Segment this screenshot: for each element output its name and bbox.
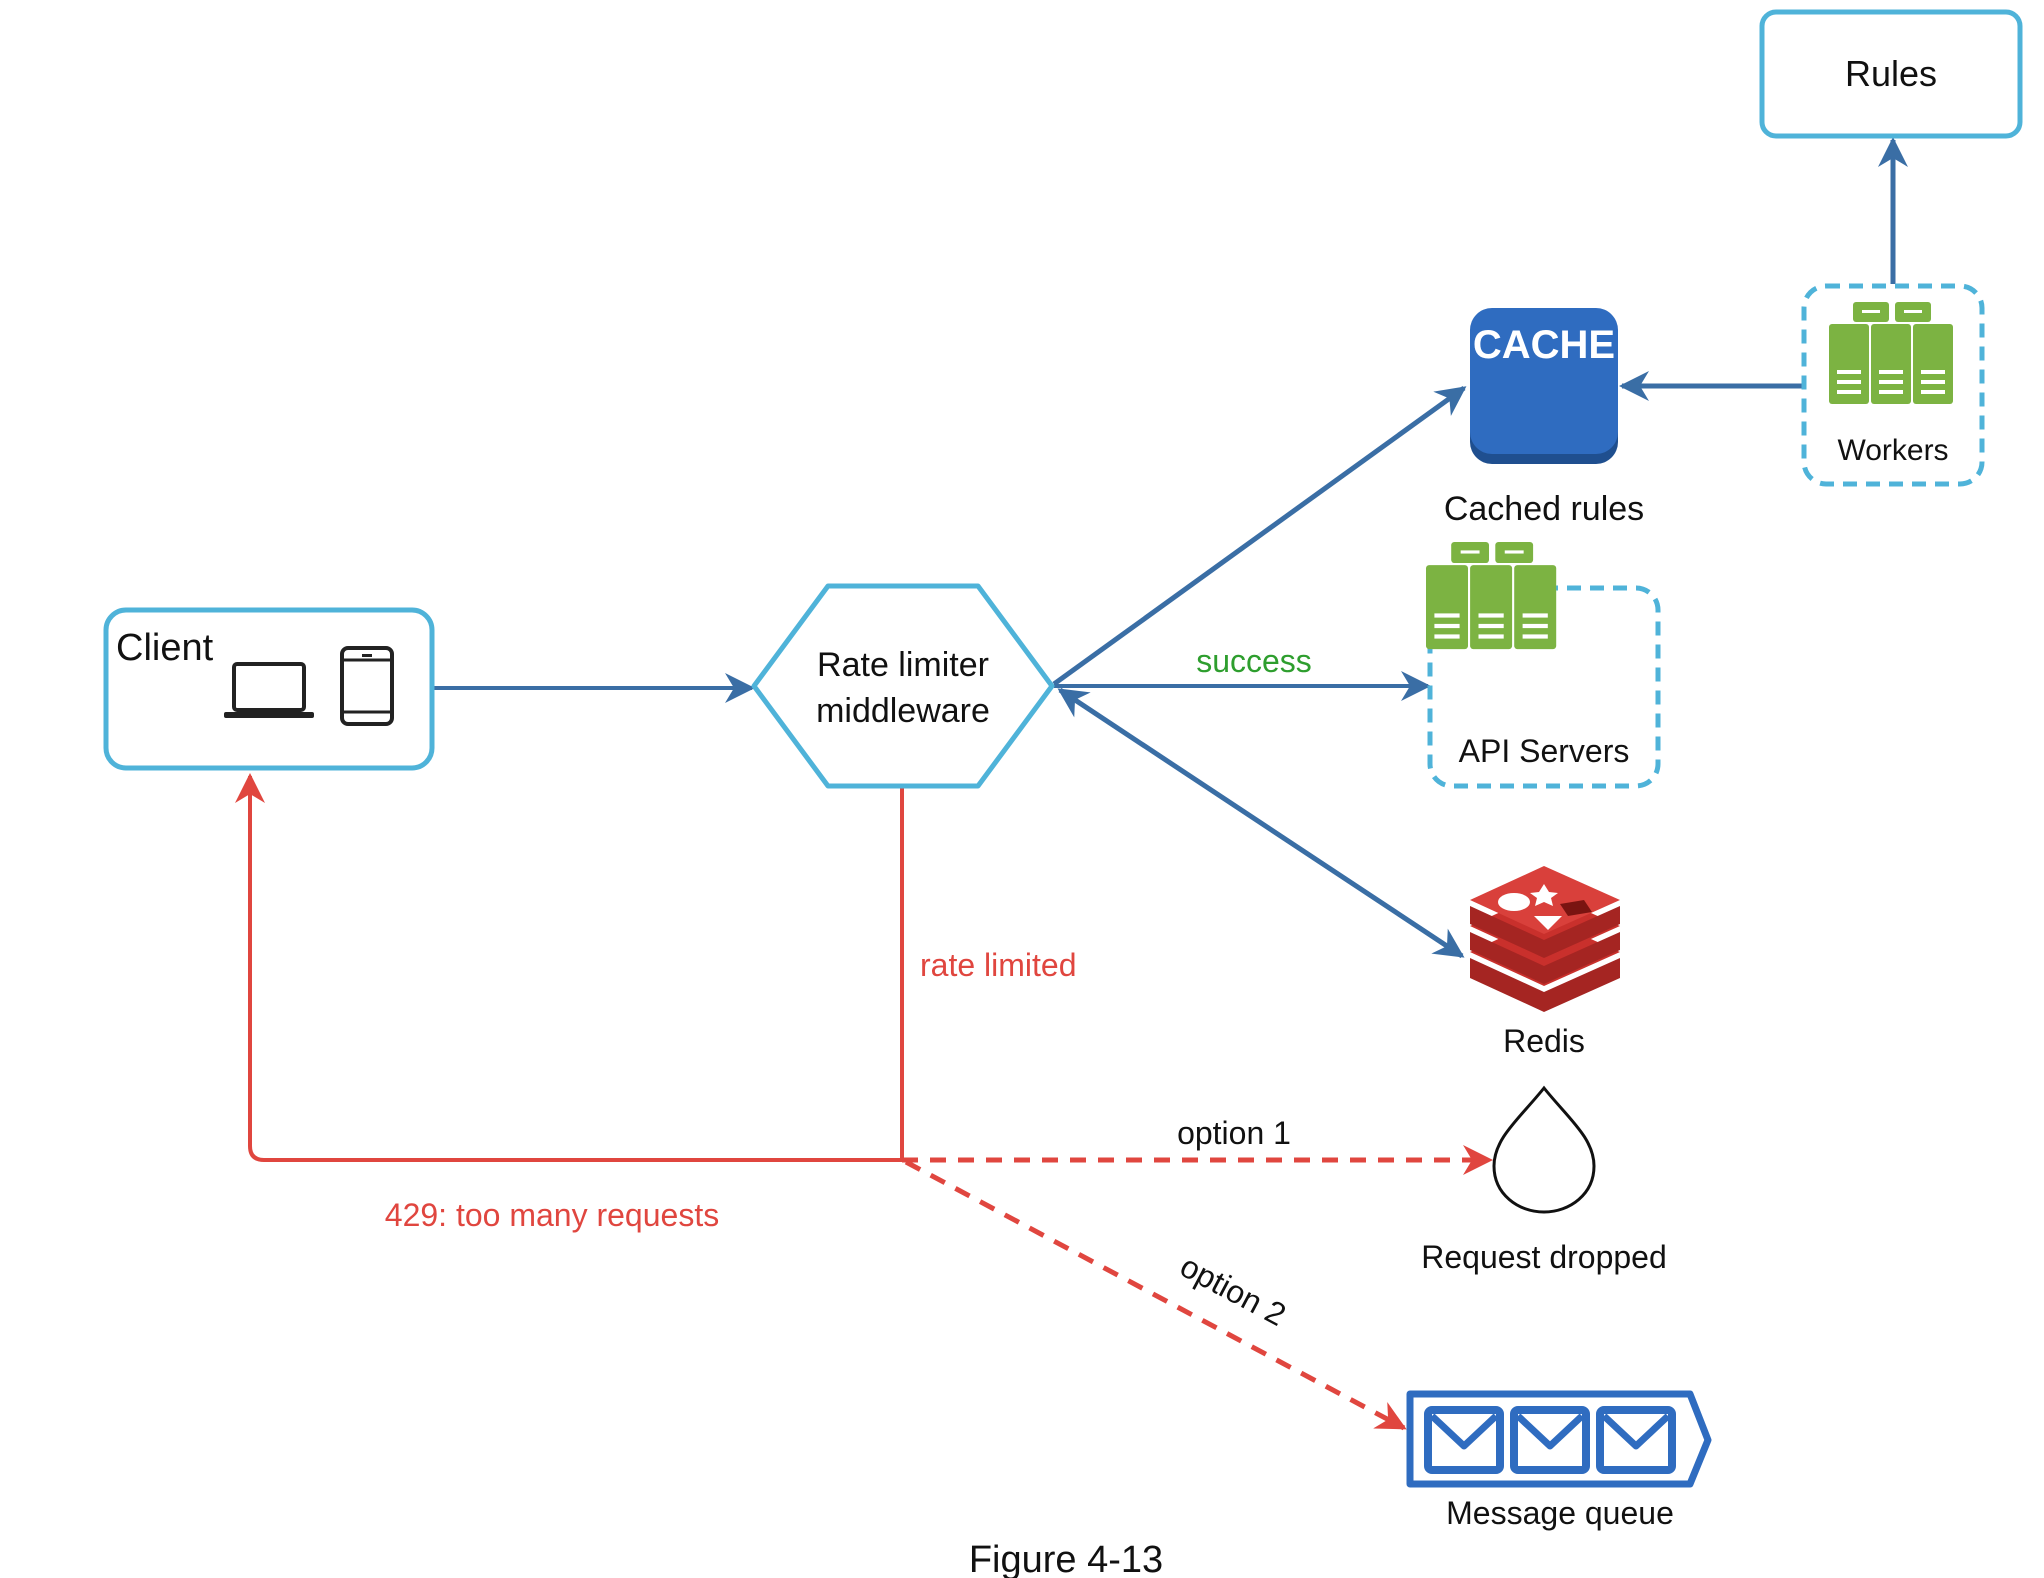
- cache-node: CACHE Cached rules: [1444, 308, 1644, 528]
- option1-label: option 1: [1177, 1115, 1291, 1151]
- server-icon: [1426, 542, 1556, 649]
- api-servers-label: API Servers: [1459, 733, 1630, 769]
- cache-icon: CACHE: [1470, 308, 1618, 464]
- workers-label: Workers: [1837, 434, 1948, 467]
- redis-node: Redis: [1470, 866, 1620, 1059]
- option2-label: option 2: [1174, 1248, 1291, 1333]
- laptop-icon: [224, 662, 314, 718]
- rate-limiter-node: Rate limiter middleware: [751, 583, 1055, 789]
- figure-caption: Figure 4-13: [969, 1539, 1163, 1578]
- success-label: success: [1196, 643, 1312, 679]
- arrow-rate-limiter-to-cache: [1052, 385, 1467, 687]
- rules-node: Rules: [1759, 9, 2023, 139]
- rules-label: Rules: [1845, 53, 1937, 94]
- api-servers-node: API Servers: [1426, 542, 1661, 789]
- request-dropped-label: Request dropped: [1421, 1239, 1667, 1275]
- rate-limiter-label-line2: middleware: [816, 692, 990, 730]
- too-many-requests-label: 429: too many requests: [385, 1197, 719, 1233]
- redis-icon: [1470, 866, 1620, 1012]
- envelope-icon: [1514, 1410, 1586, 1470]
- rate-limited-label: rate limited: [920, 947, 1077, 983]
- workers-node: Workers: [1801, 283, 1985, 487]
- arrow-rate-limiter-redis: [1057, 687, 1465, 959]
- message-queue-label: Message queue: [1446, 1495, 1674, 1531]
- request-dropped-node: Request dropped: [1421, 1085, 1667, 1275]
- client-label: Client: [116, 627, 214, 669]
- redis-label: Redis: [1503, 1023, 1585, 1059]
- client-node: Client: [103, 607, 435, 771]
- rate-limiter-label-line1: Rate limiter: [817, 646, 989, 684]
- envelope-icon: [1600, 1410, 1672, 1470]
- cached-rules-label: Cached rules: [1444, 490, 1644, 528]
- cache-icon-text: CACHE: [1473, 323, 1615, 367]
- arrow-option2: [904, 1159, 1407, 1431]
- drop-icon: [1492, 1085, 1596, 1214]
- tablet-icon: [340, 646, 394, 726]
- envelope-icon: [1428, 1410, 1500, 1470]
- arrow-rate-limited-to-client: [235, 773, 904, 1162]
- message-queue-node: Message queue: [1406, 1390, 1712, 1531]
